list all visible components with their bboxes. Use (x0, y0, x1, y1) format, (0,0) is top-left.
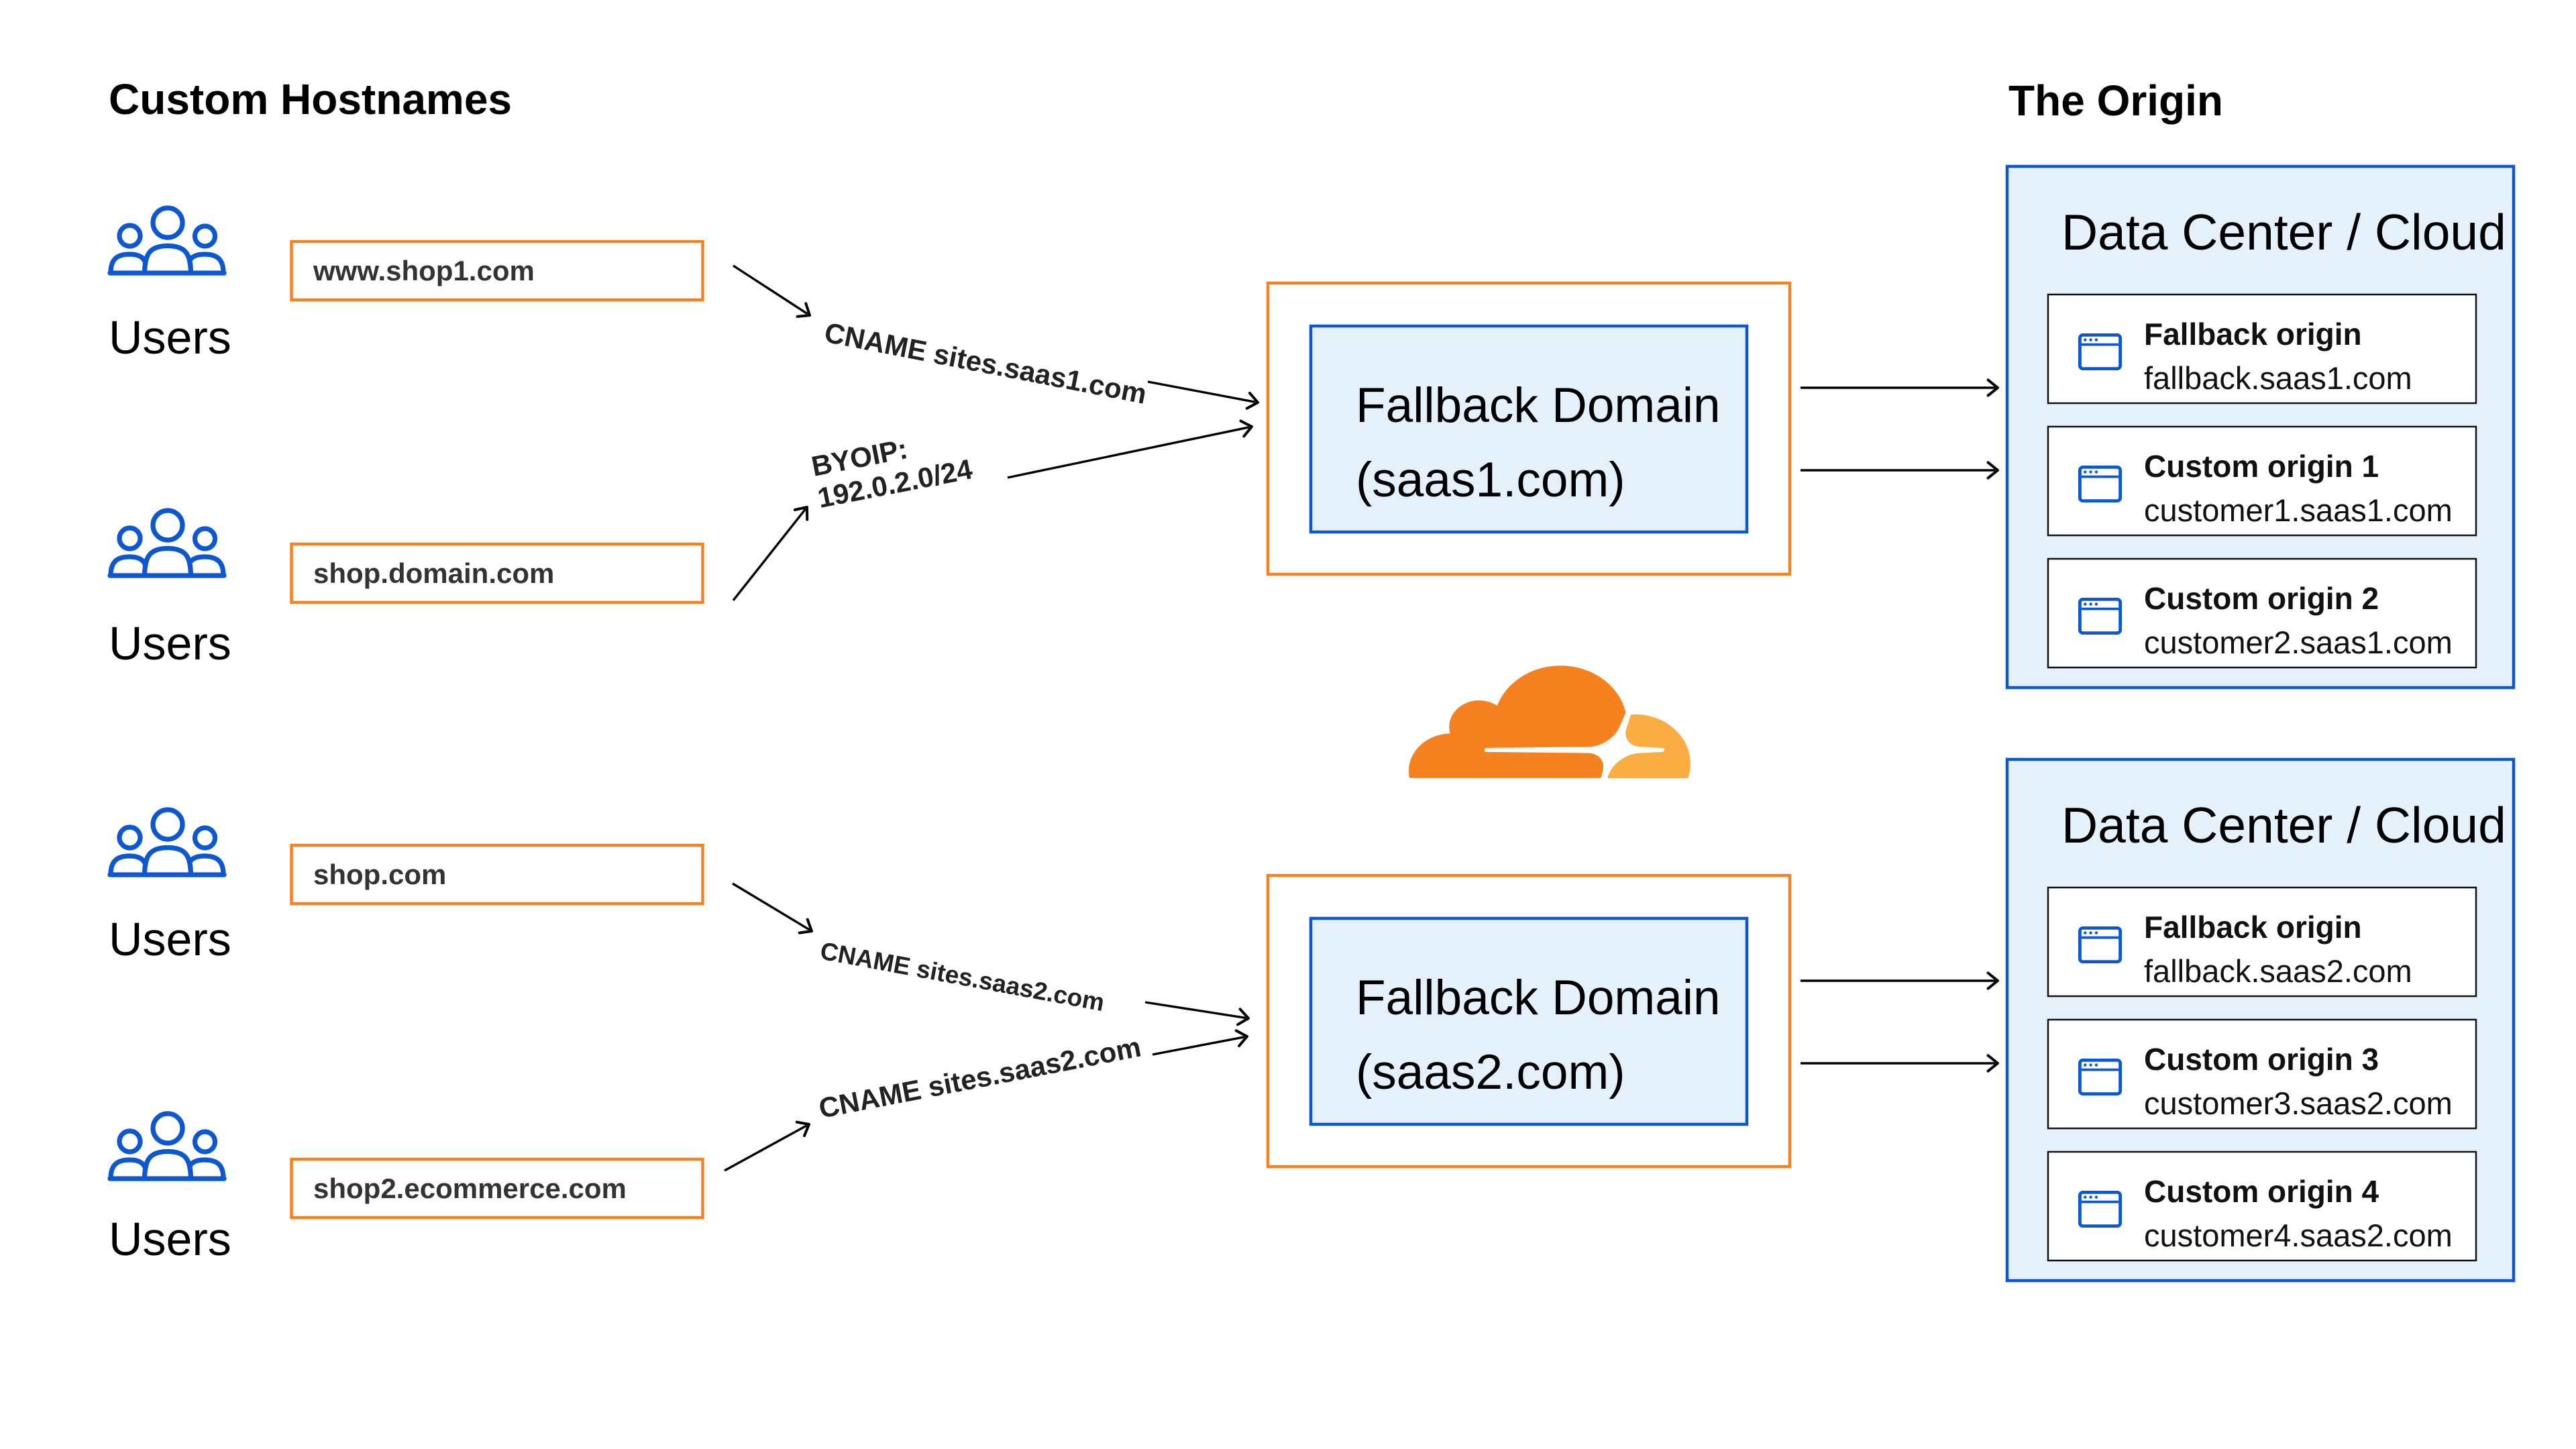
svg-text:Custom origin 3: Custom origin 3 (2144, 1042, 2379, 1077)
svg-text:shop2.ecommerce.com: shop2.ecommerce.com (313, 1173, 627, 1204)
svg-text:Users: Users (109, 913, 231, 965)
svg-text:shop.domain.com: shop.domain.com (313, 557, 554, 589)
svg-text:www.shop1.com: www.shop1.com (313, 255, 535, 286)
svg-text:Fallback Domain: Fallback Domain (1356, 971, 1721, 1025)
svg-text:Custom Hostnames: Custom Hostnames (109, 75, 512, 123)
svg-text:Users: Users (109, 311, 231, 364)
svg-text:Fallback origin: Fallback origin (2144, 910, 2362, 945)
svg-text:Data Center / Cloud: Data Center / Cloud (2061, 204, 2506, 260)
svg-text:customer2.saas1.com: customer2.saas1.com (2144, 625, 2453, 660)
svg-text:Data Center / Cloud: Data Center / Cloud (2061, 797, 2506, 853)
svg-text:Fallback origin: Fallback origin (2144, 317, 2362, 352)
svg-text:fallback.saas1.com: fallback.saas1.com (2144, 360, 2412, 396)
svg-text:shop.com: shop.com (313, 859, 446, 890)
svg-text:The Origin: The Origin (2008, 76, 2223, 125)
svg-text:Fallback Domain: Fallback Domain (1356, 378, 1721, 433)
svg-text:customer3.saas2.com: customer3.saas2.com (2144, 1085, 2453, 1121)
svg-text:(saas1.com): (saas1.com) (1356, 453, 1625, 507)
svg-text:Custom origin 2: Custom origin 2 (2144, 581, 2379, 616)
svg-text:(saas2.com): (saas2.com) (1356, 1045, 1625, 1099)
svg-text:Users: Users (109, 617, 231, 669)
svg-text:Custom origin 4: Custom origin 4 (2144, 1174, 2379, 1209)
svg-text:customer4.saas2.com: customer4.saas2.com (2144, 1218, 2453, 1253)
svg-text:Users: Users (109, 1213, 231, 1265)
svg-text:customer1.saas1.com: customer1.saas1.com (2144, 492, 2453, 528)
svg-text:Custom origin 1: Custom origin 1 (2144, 449, 2379, 484)
svg-text:fallback.saas2.com: fallback.saas2.com (2144, 953, 2412, 989)
